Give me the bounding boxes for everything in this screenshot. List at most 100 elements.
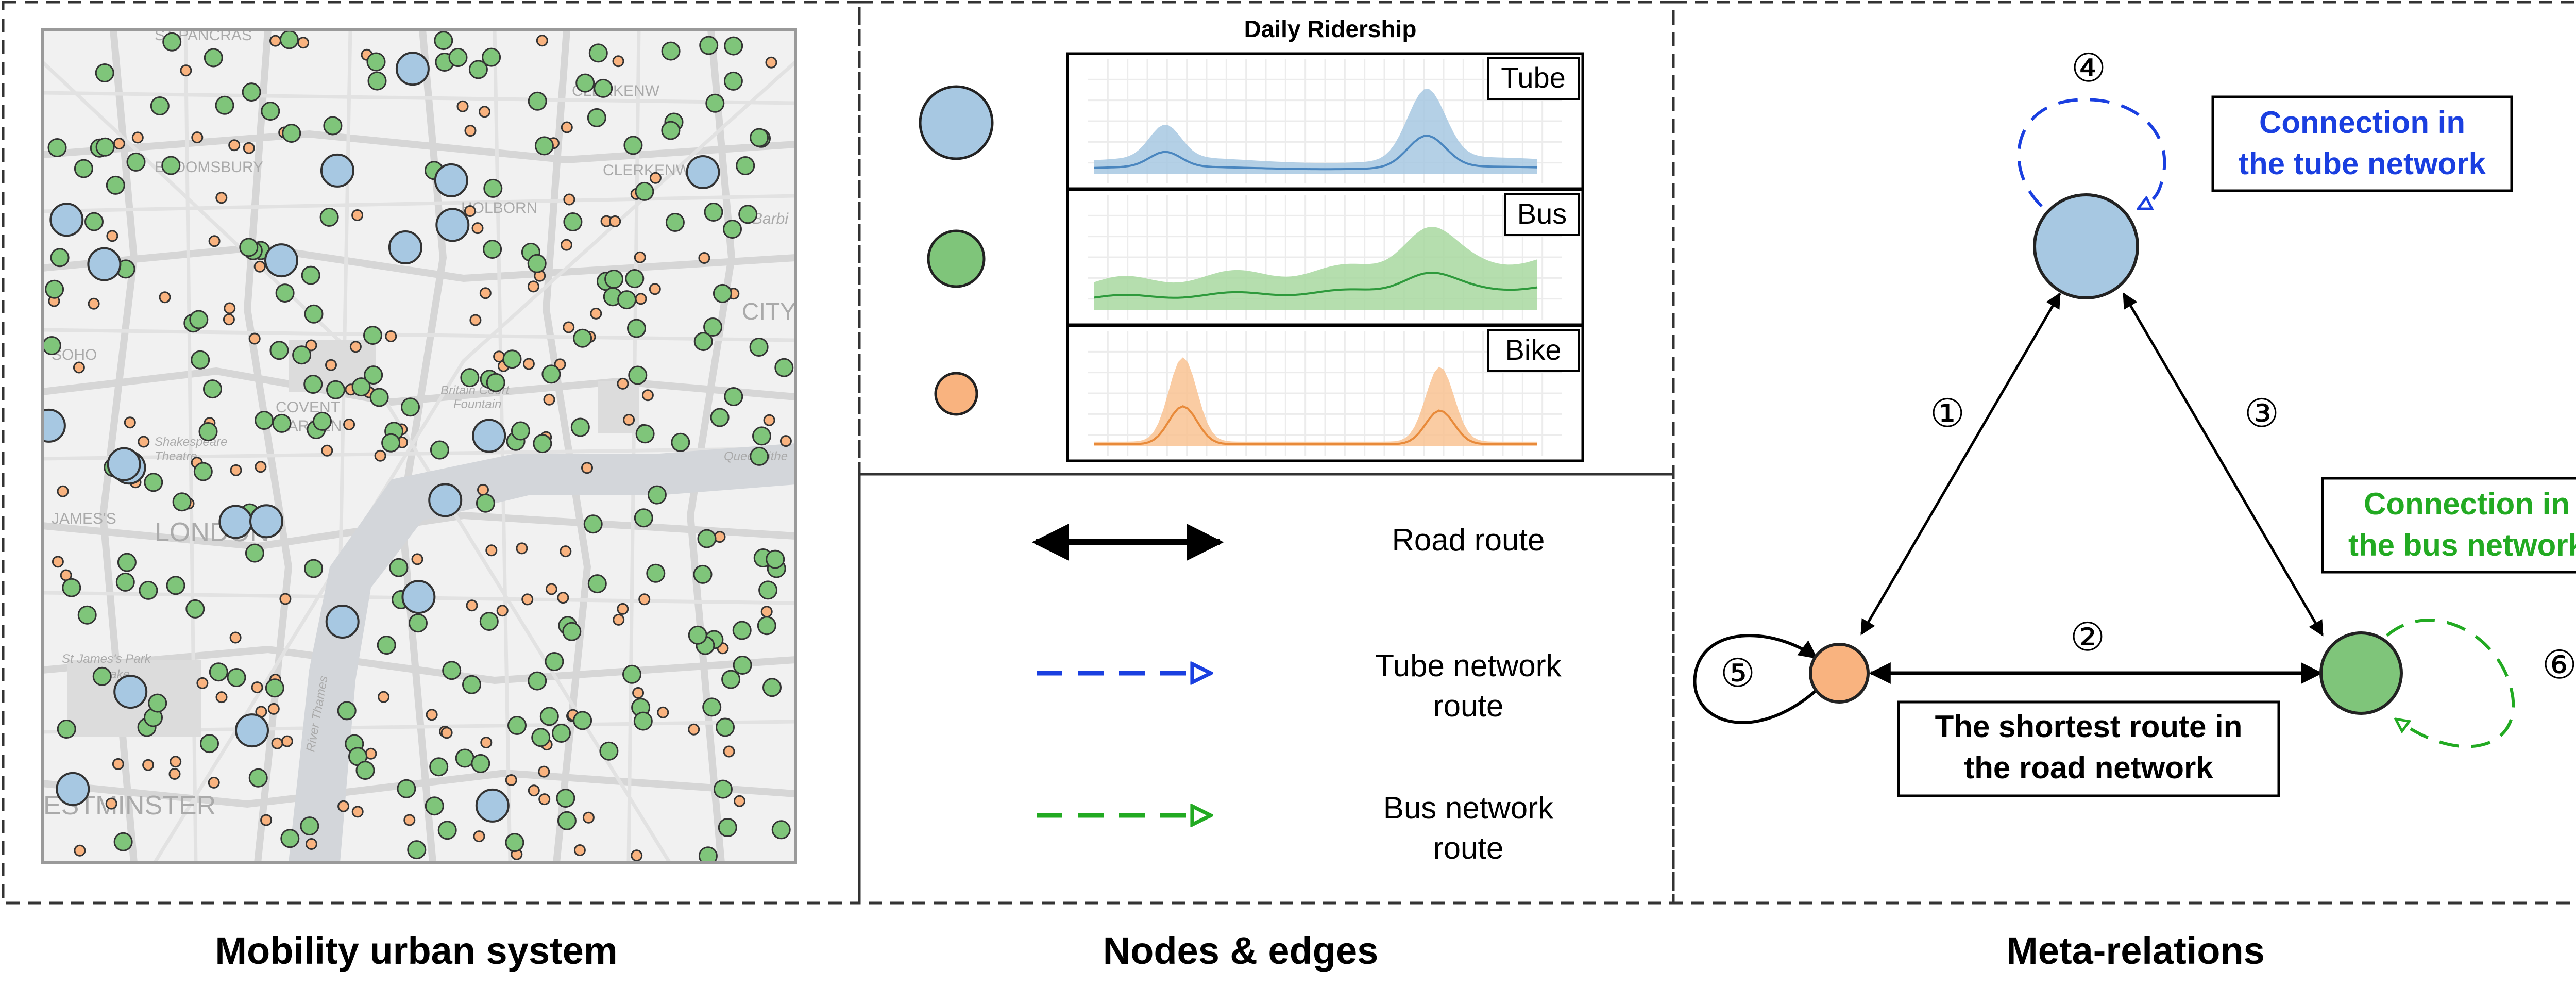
edge-tube-bus: [2122, 292, 2324, 637]
bus-station-dot: [272, 413, 292, 433]
river-thames: [289, 443, 795, 863]
bus-station-dot: [479, 612, 499, 631]
tube-connection-line2: the tube network: [2239, 146, 2486, 181]
bus-station-dot: [749, 338, 769, 357]
bike-station-dot: [471, 222, 484, 235]
edge-legend: [1031, 524, 1224, 815]
bus-station-dot: [588, 43, 608, 63]
bus-station-dot: [304, 559, 324, 578]
tube-station-dot: [87, 247, 122, 281]
bus-station-dot: [366, 52, 386, 72]
bus-station-dot: [437, 821, 457, 840]
road-box-line2: the road network: [1964, 750, 2213, 785]
caption-meta-relations: Meta-relations: [2006, 929, 2265, 972]
bus-station-dot: [557, 811, 577, 830]
bus-station-dot: [319, 207, 339, 227]
bus-station-dot: [430, 440, 449, 460]
bike-station-dot: [557, 592, 569, 604]
bus-station-dot: [425, 796, 444, 816]
bus-station-dot: [713, 779, 733, 799]
bike-station-dot: [464, 125, 477, 137]
bike-station-dot: [403, 814, 416, 826]
bike-station-dot: [631, 849, 643, 862]
tube-station-dot: [434, 163, 468, 197]
bike-station-dot: [581, 462, 593, 474]
bus-station-dot: [723, 220, 742, 239]
bus-station-dot: [583, 514, 603, 534]
bus-station-dot: [570, 417, 590, 437]
bus-station-dot: [738, 205, 758, 224]
map-label: Theatre: [155, 449, 197, 463]
bike-station-dot: [545, 583, 557, 595]
bus-station-dot: [539, 707, 559, 726]
bus-station-dot: [92, 666, 112, 686]
bike-station-dot: [196, 677, 209, 689]
bus-station-dot: [587, 574, 607, 594]
bike-station-dot: [485, 544, 498, 557]
bike-station-dot: [191, 131, 204, 144]
map-label: Shakespeare: [155, 435, 227, 449]
tube-station-dot: [218, 505, 253, 539]
bike-station-dot: [321, 444, 333, 457]
bike-station-dot: [477, 483, 489, 496]
bus-station-dot: [502, 349, 522, 369]
bus-station-dot: [533, 434, 552, 454]
map-label: JAMES'S: [52, 510, 116, 527]
bike-station-dot: [563, 193, 575, 206]
bus-station-dot: [531, 728, 551, 747]
bus-station-dot: [245, 543, 264, 563]
bike-station-dot: [560, 545, 572, 558]
ridership-title: Daily Ridership: [1244, 15, 1417, 42]
bike-station-dot: [617, 377, 629, 390]
edge-label-5: ⑤: [1720, 651, 1755, 695]
bike-station-dot: [479, 106, 490, 118]
bike-station-dot: [105, 797, 117, 810]
tube-connection-box: [2211, 95, 2513, 192]
bike-station-dot: [229, 631, 242, 644]
bike-station-dot: [88, 297, 100, 310]
edge-bike-tube: [1860, 292, 2061, 636]
tube-station-dot: [249, 504, 283, 539]
bike-station-dot: [52, 556, 64, 568]
bike-station-dot: [538, 765, 550, 778]
bike-station-dot: [260, 814, 273, 826]
bike-station-dot: [561, 121, 573, 133]
bike-station-dot: [180, 64, 192, 77]
bike-station-dot: [411, 553, 423, 565]
bus-station-dot: [301, 265, 320, 285]
tube-station-dot: [395, 52, 430, 86]
bus-station-dot: [528, 91, 547, 111]
bike-node-icon: [934, 372, 978, 416]
bike-node: [1809, 643, 1870, 704]
bike-station-dot: [208, 235, 221, 247]
bike-station-dot: [723, 745, 735, 758]
bus-station-dot: [721, 670, 741, 689]
bike-station-dot: [228, 139, 241, 152]
bus-station-dot: [688, 625, 707, 645]
bus-station-dot: [204, 48, 223, 68]
bus-station-dot: [482, 47, 501, 67]
bike-station-dot: [279, 593, 292, 605]
bus-station-dot: [45, 279, 64, 299]
bus-station-dot: [200, 734, 219, 754]
bike-station-dot: [337, 800, 350, 812]
bike-station-dot: [688, 723, 700, 736]
bus-station-dot: [401, 397, 420, 417]
tube-self-loop: [2017, 98, 2166, 210]
bus-station-dot: [337, 701, 357, 721]
bus-station-dot: [115, 572, 135, 592]
bike-station-dot: [215, 192, 228, 204]
bus-station-dot: [716, 717, 735, 737]
map-label: CITY O: [742, 298, 821, 325]
tube-station-dot: [107, 447, 141, 481]
bus-station-dot: [723, 71, 743, 91]
tube-station-dot: [472, 419, 506, 453]
edge-label-4: ④: [2071, 46, 2106, 90]
bike-station-dot: [440, 727, 453, 739]
bike-station-dot: [349, 341, 362, 353]
bike-station-dot: [255, 461, 267, 473]
bus-station-dot: [442, 661, 462, 680]
bike-station-dot: [281, 735, 293, 747]
sparkline-label-tube: Tube: [1501, 61, 1566, 94]
bus-station-dot: [106, 175, 125, 195]
